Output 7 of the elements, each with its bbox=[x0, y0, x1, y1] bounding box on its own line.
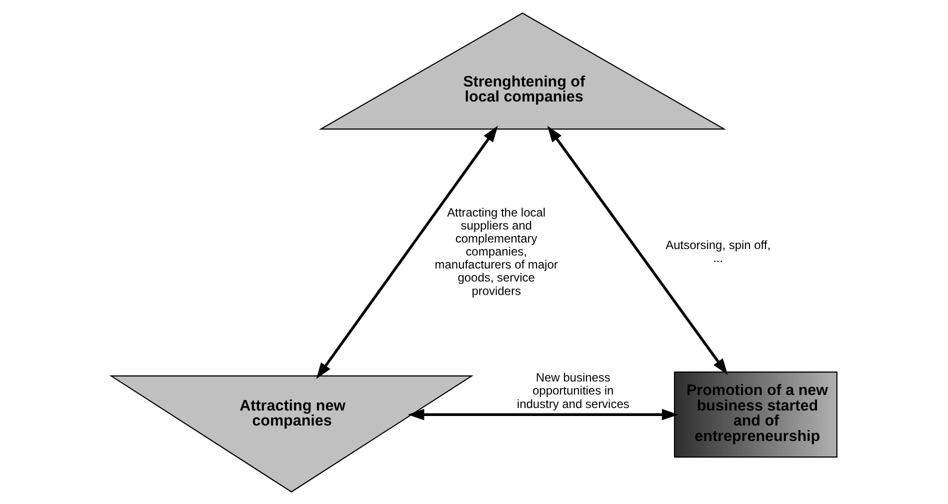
arrow bbox=[316, 125, 498, 379]
edge-label: New business opportunities in industry and services bbox=[516, 370, 630, 410]
arrow bbox=[547, 125, 728, 374]
edge-label: Autsorsing, spin off, ... bbox=[666, 238, 771, 265]
node-box: Promotion of a new business started and of entrepreneurship bbox=[674, 371, 838, 458]
edge-label: Attracting the local suppliers and complementary companies, manufacturers of major goods, service providers bbox=[434, 204, 558, 298]
arrow bbox=[408, 408, 678, 420]
